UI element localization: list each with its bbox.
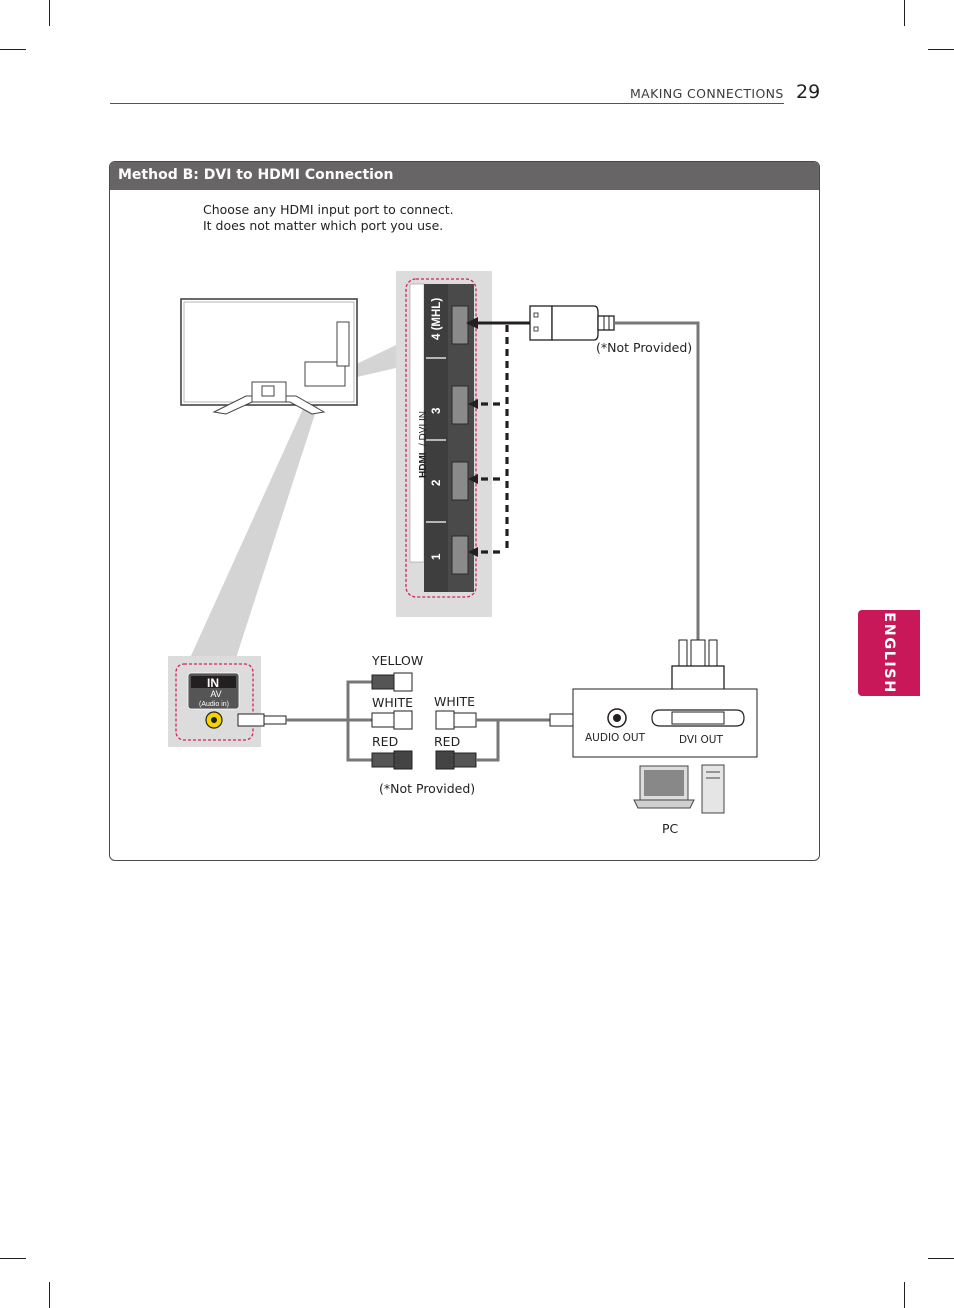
hdmi-port-1-socket [451, 535, 469, 575]
note-line-1: Choose any HDMI input port to connect. [203, 202, 454, 217]
zoom-projection-av [190, 380, 326, 658]
audio-in-label: (Audio in) [199, 701, 229, 708]
red-rca-plug-left [371, 750, 413, 770]
language-tab: ENGLISH [858, 610, 920, 696]
hdmi-port-2-label: 2 [431, 480, 443, 486]
dvi-out-label: DVI OUT [679, 734, 723, 746]
crop-mark [928, 1258, 954, 1259]
red-label-left: RED [372, 734, 399, 749]
laptop-icon [633, 765, 695, 809]
pc-rear-panel [572, 688, 758, 758]
av-label: AV [210, 689, 221, 699]
crop-mark [904, 0, 905, 26]
hdmi-port-panel: 4 (MHL) 3 2 1 HDMI / DVI IN [396, 271, 492, 617]
alternative-port-lines [474, 325, 509, 554]
section-title: MAKING CONNECTIONS [630, 86, 784, 101]
white-label-right: WHITE [434, 694, 475, 709]
hdmi-plug [529, 305, 553, 341]
red-rca-plug-right [435, 750, 477, 770]
rca-cable-not-provided: (*Not Provided) [379, 781, 476, 796]
hdmi-cable-not-provided: (*Not Provided) [596, 340, 693, 355]
crop-mark [0, 49, 26, 50]
hdmi-port-3-socket [451, 385, 469, 425]
hdmi-port-4-label: 4 (MHL) [431, 298, 443, 340]
crop-mark [904, 1282, 905, 1308]
note-line-2: It does not matter which port you use. [203, 218, 444, 233]
yellow-rca-plug [371, 672, 413, 692]
white-rca-plug-left [371, 710, 413, 730]
dvi-in-label: / DVI IN [418, 411, 429, 446]
desktop-tower-icon [701, 764, 725, 814]
panel-title: Method B: DVI to HDMI Connection [118, 167, 394, 183]
white-label-left: WHITE [372, 695, 413, 710]
hdmi-logo: HDMI [418, 452, 429, 478]
hdmi-dvi-cable [466, 305, 725, 713]
pc-label: PC [662, 821, 679, 836]
audio-out-label: AUDIO OUT [585, 732, 646, 744]
hdmi-port-4-socket [451, 305, 469, 345]
crop-mark [49, 1282, 50, 1308]
audio-cable [476, 718, 550, 762]
crop-mark [928, 49, 954, 50]
method-panel: Method B: DVI to HDMI Connection [109, 161, 820, 861]
hdmi-port-3-label: 3 [431, 408, 443, 414]
tv-rear-illustration [180, 298, 358, 415]
page-number: 29 [796, 81, 821, 103]
red-label-right: RED [434, 734, 461, 749]
av-input-panel: IN AV (Audio in) [168, 656, 261, 747]
av-cable [237, 680, 372, 762]
port-arrows [468, 399, 478, 557]
panel-header: Method B: DVI to HDMI Connection [110, 162, 819, 190]
av-in-label: IN [207, 676, 219, 690]
yellow-label: YELLOW [372, 653, 424, 668]
crop-mark [49, 0, 50, 26]
white-rca-plug-right [435, 710, 477, 730]
hdmi-port-1-label: 1 [431, 553, 443, 560]
crop-mark [0, 1258, 26, 1259]
hdmi-port-2-socket [451, 461, 469, 501]
header-rule [110, 103, 784, 104]
